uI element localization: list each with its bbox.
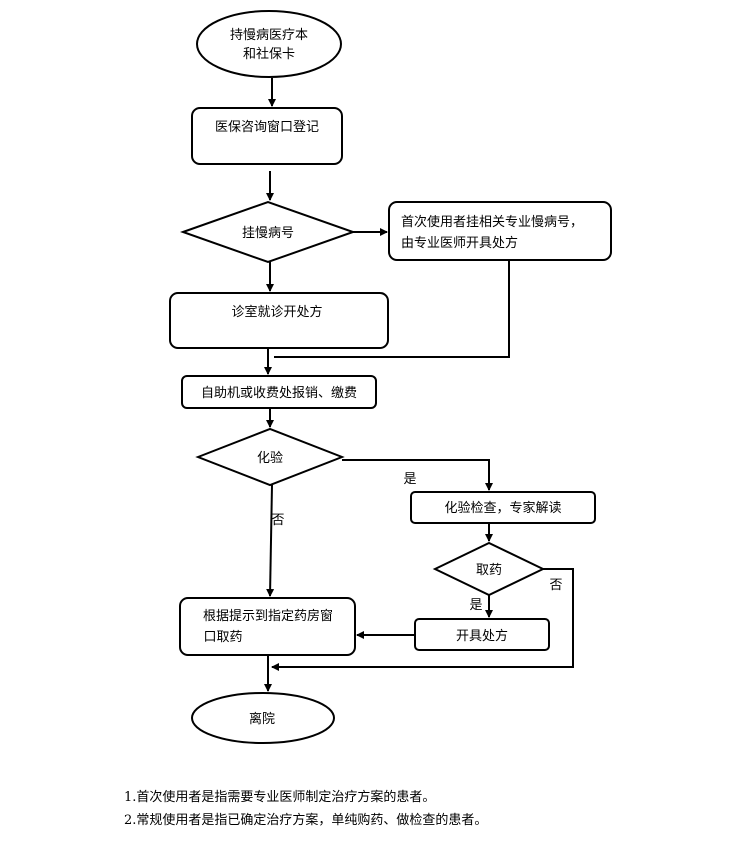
start-label-1: 持慢病医疗本 bbox=[230, 27, 308, 43]
arrow-lab-yes bbox=[342, 459, 493, 491]
lab-diamond bbox=[195, 427, 345, 487]
lab-check-label: 化验检查，专家解读 bbox=[444, 500, 561, 516]
consult-box bbox=[169, 292, 389, 349]
leave-label: 离院 bbox=[249, 711, 275, 727]
pharmacy-box bbox=[179, 597, 356, 656]
lab-check-box bbox=[410, 491, 596, 524]
first-time-label-2: 由专业医师开具处方 bbox=[401, 235, 518, 251]
start-ellipse bbox=[196, 10, 342, 78]
prescribe-label: 开具处方 bbox=[456, 628, 508, 644]
leave-ellipse bbox=[191, 692, 335, 744]
payment-label: 自助机或收费处报销、缴费 bbox=[201, 386, 357, 401]
lab-label: 化验 bbox=[257, 450, 283, 466]
medicine-yes-label: 是 bbox=[469, 598, 482, 613]
chronic-reg-label: 挂慢病号 bbox=[242, 225, 294, 241]
start-label-2: 和社保卡 bbox=[243, 46, 295, 62]
first-time-label-1: 首次使用者挂相关专业慢病号， bbox=[401, 214, 583, 230]
pharmacy-label-2: 口取药 bbox=[203, 630, 242, 645]
payment-box bbox=[181, 375, 377, 409]
register-box bbox=[191, 107, 343, 165]
medicine-no-label: 否 bbox=[549, 578, 562, 593]
arrow-lab-no bbox=[266, 484, 275, 597]
note-1: 1.首次使用者是指需要专业医师制定治疗方案的患者。 bbox=[124, 790, 436, 805]
first-time-box bbox=[388, 201, 612, 261]
note-2: 2.常规使用者是指已确定治疗方案，单纯购药、做检查的患者。 bbox=[124, 813, 488, 828]
medicine-label: 取药 bbox=[476, 563, 502, 578]
lab-no-label: 否 bbox=[271, 513, 284, 528]
line-firsttime-merge bbox=[274, 261, 510, 358]
register-label: 医保咨询窗口登记 bbox=[215, 119, 319, 135]
pharmacy-label-1: 根据提示到指定药房窗 bbox=[203, 608, 333, 624]
consult-label: 诊室就诊开处方 bbox=[231, 304, 322, 320]
lab-yes-label: 是 bbox=[403, 472, 416, 487]
arrow-medicine-no bbox=[271, 568, 574, 671]
